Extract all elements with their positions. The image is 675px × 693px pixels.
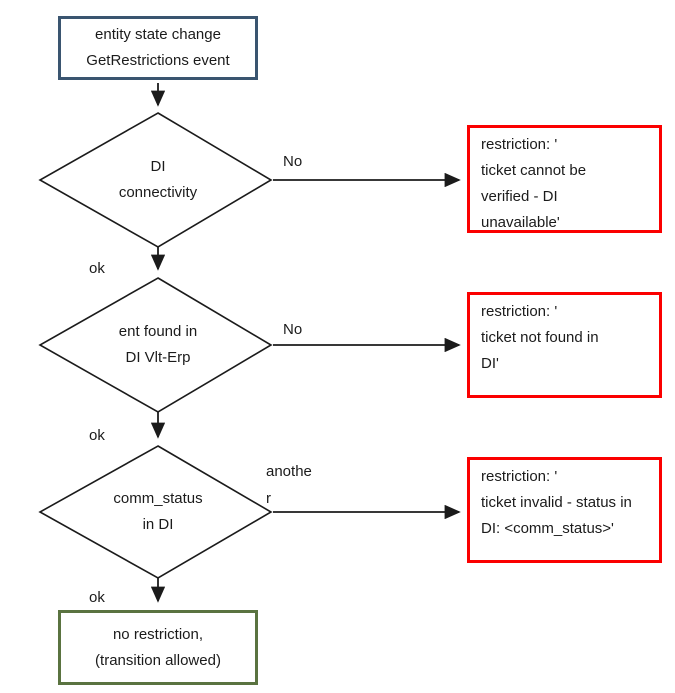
end-node-no-restriction: no restriction, (transition allowed): [58, 610, 258, 685]
start-node-label: entity state change GetRestrictions even…: [86, 26, 230, 69]
decision-label-comm-status: comm_status in DI: [113, 490, 203, 533]
start-node: entity state change GetRestrictions even…: [58, 16, 258, 80]
edge-label-ok-di-connectivity: ok: [89, 260, 105, 277]
end-node-label: no restriction, (transition allowed): [95, 625, 221, 669]
edge-label-ok-comm-status: ok: [89, 589, 105, 606]
decision-label-ent-found: ent found in DI Vlt-Erp: [118, 323, 198, 366]
edge-label-no-ent-found: No: [283, 321, 303, 338]
edge-label-ok-ent-found: ok: [89, 427, 105, 444]
decision-label-di-connectivity: DI connectivity: [118, 158, 198, 201]
restriction-node-di-unavailable: restriction: ' ticket cannot be verified…: [467, 125, 662, 233]
restriction-node-invalid-status: restriction: ' ticket invalid - status i…: [467, 457, 662, 563]
edge-label-another-comm-status: anothe r: [266, 463, 312, 507]
restriction-node-not-found: restriction: ' ticket not found in DI': [467, 292, 662, 398]
edge-label-no-di-connectivity: No: [283, 153, 303, 170]
